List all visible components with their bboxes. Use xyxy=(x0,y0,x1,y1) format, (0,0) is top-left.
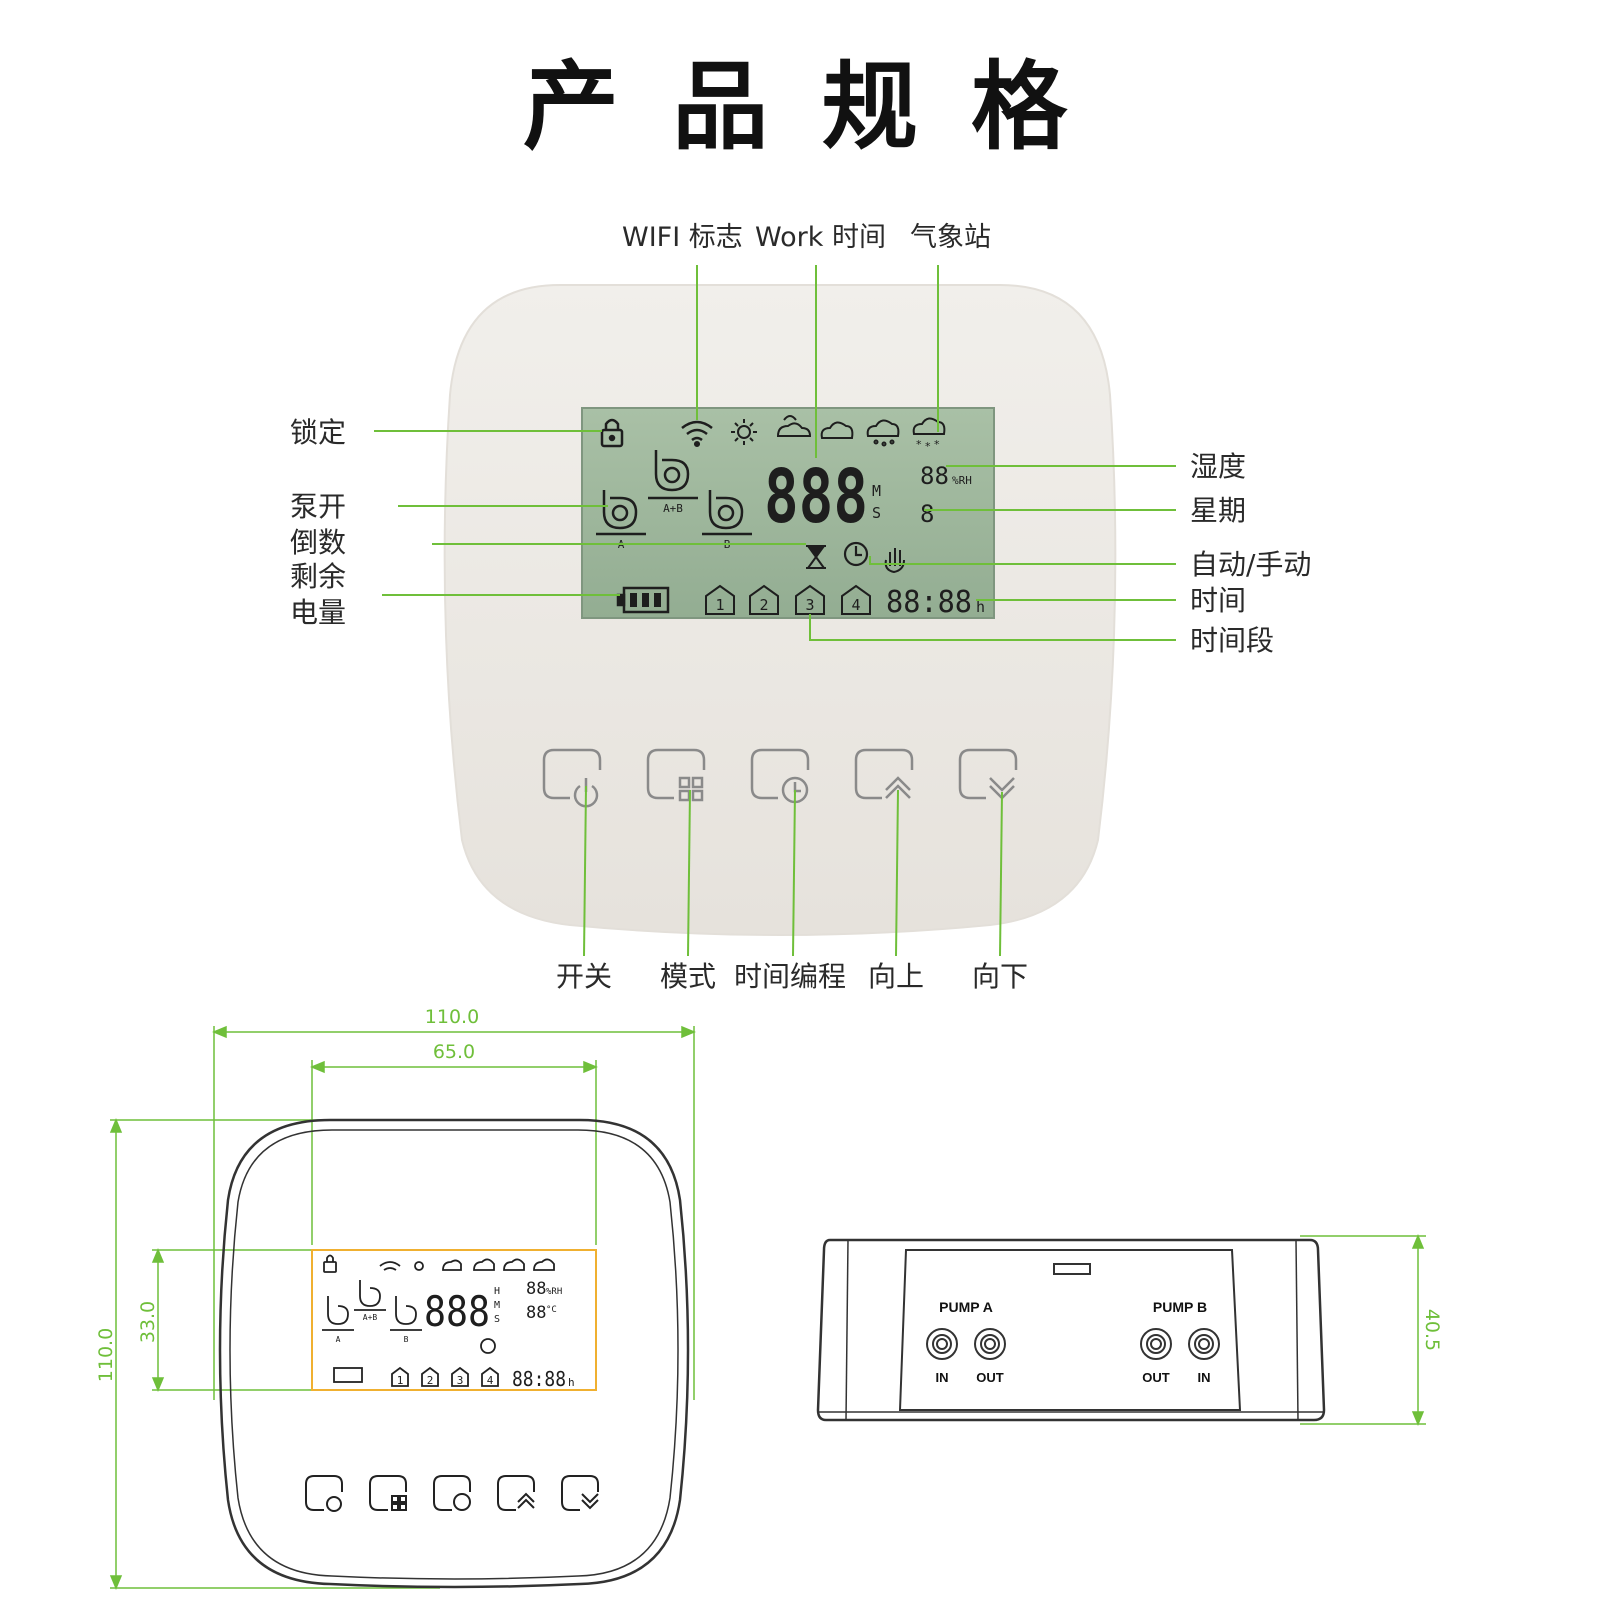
partly-cloudy-icon xyxy=(776,415,812,437)
snow-icon: * * * xyxy=(912,417,946,453)
mini-work-digits: 888 xyxy=(424,1287,490,1336)
period-1-icon xyxy=(705,584,735,615)
svg-text:*: * xyxy=(925,440,931,453)
pump-b-in-label: IN xyxy=(1198,1370,1211,1385)
label-time: 时间 xyxy=(1190,584,1246,617)
mini-schedule-button xyxy=(433,1475,471,1511)
battery-icon xyxy=(616,586,670,614)
mini-period-3: 3 xyxy=(457,1374,464,1387)
label-schedule: 时间编程 xyxy=(734,960,846,993)
dim-height-outer: 110.0 xyxy=(95,1328,117,1382)
mini-humidity-unit: %RH xyxy=(546,1287,562,1297)
pump-a-icon xyxy=(596,490,646,536)
clock-icon xyxy=(843,541,869,567)
unit-m: M xyxy=(872,482,881,500)
mini-period-1: 1 xyxy=(397,1374,404,1387)
side-outline xyxy=(816,1238,1326,1422)
period-3-icon xyxy=(795,584,825,615)
page-title: 产 品 规 格 xyxy=(523,51,1077,163)
cloud-icon xyxy=(820,421,854,439)
pump-ab-icon xyxy=(648,450,698,500)
svg-text:*: * xyxy=(934,438,940,451)
mini-pump-ab: A+B xyxy=(363,1313,378,1322)
pump-a-title: PUMP A xyxy=(939,1299,993,1315)
svg-text:*: * xyxy=(916,438,922,451)
front-technical-drawing: 110.0 65.0 110.0 33.0 xyxy=(95,1006,696,1590)
screen-area-outline xyxy=(311,1249,597,1391)
lcd-screen: * * * A A+B B 888 M S 88 %RH 8 xyxy=(581,407,995,620)
label-humidity: 湿度 xyxy=(1190,450,1246,483)
unit-s: S xyxy=(872,504,881,522)
sun-icon xyxy=(731,419,757,445)
hand-icon xyxy=(884,548,905,574)
mini-unit-h: H xyxy=(494,1286,500,1297)
label-work-time: Work 时间 xyxy=(755,222,886,253)
pump-ab-label: A+B xyxy=(663,502,683,515)
pump-b-title: PUMP B xyxy=(1153,1299,1207,1315)
dim-depth: 40.5 xyxy=(1421,1309,1443,1351)
callout-lines xyxy=(374,265,1176,957)
mini-power-button xyxy=(305,1475,343,1512)
label-lock: 锁定 xyxy=(290,416,346,449)
dim-height-screen: 33.0 xyxy=(137,1301,159,1343)
wifi-icon xyxy=(681,420,713,448)
mini-clock-unit: h xyxy=(568,1376,575,1389)
mini-period-4: 4 xyxy=(487,1374,494,1387)
up-button[interactable] xyxy=(854,748,914,800)
label-weather: 气象站 xyxy=(910,222,991,253)
period-3-label: 3 xyxy=(805,596,814,614)
side-technical-drawing: PUMP A PUMP B IN OUT OUT IN 40.5 xyxy=(816,1234,1443,1426)
period-1-label: 1 xyxy=(715,596,724,614)
usb-port xyxy=(1053,1263,1091,1275)
label-power: 开关 xyxy=(556,960,612,993)
label-down: 向下 xyxy=(972,960,1028,993)
mini-clock: 88:88 xyxy=(512,1367,566,1391)
period-2-icon xyxy=(749,584,779,615)
mini-mode-button xyxy=(369,1475,407,1511)
period-4-label: 4 xyxy=(851,596,860,614)
rain-icon xyxy=(866,419,900,447)
label-battery-1: 剩余 xyxy=(290,560,346,593)
lock-icon xyxy=(600,418,624,448)
pump-a-in-label: IN xyxy=(936,1370,949,1385)
label-mode: 模式 xyxy=(660,960,716,993)
label-time-period: 时间段 xyxy=(1190,624,1274,657)
weekday-digit: 8 xyxy=(920,500,934,528)
label-weekday: 星期 xyxy=(1190,494,1246,527)
mini-temp: 88 xyxy=(526,1303,546,1323)
hourglass-icon xyxy=(806,545,826,569)
mini-up-button xyxy=(497,1475,535,1511)
label-up: 向上 xyxy=(868,960,924,993)
mini-unit-m: M xyxy=(494,1300,500,1311)
mini-pump-b: B xyxy=(404,1335,409,1344)
label-auto-manual: 自动/手动 xyxy=(1190,548,1311,581)
period-2-label: 2 xyxy=(759,596,768,614)
humidity-digits: 88 xyxy=(920,462,949,490)
period-4-icon xyxy=(841,584,871,615)
pump-a-out-label: OUT xyxy=(976,1370,1004,1385)
pump-b-icon xyxy=(702,490,752,536)
mini-down-button xyxy=(561,1475,599,1511)
clock-unit: h xyxy=(976,598,985,616)
mini-unit-s: S xyxy=(494,1314,500,1325)
front-outline xyxy=(218,1118,690,1589)
mini-temp-unit: °C xyxy=(546,1305,557,1315)
dim-width-screen: 65.0 xyxy=(433,1041,475,1063)
mini-period-2: 2 xyxy=(427,1374,434,1387)
dim-width-outer: 110.0 xyxy=(425,1006,479,1028)
clock-digits: 88:88 xyxy=(886,585,972,620)
mini-humidity: 88 xyxy=(526,1279,546,1299)
mini-pump-a: A xyxy=(336,1335,341,1344)
humidity-unit: %RH xyxy=(952,474,972,487)
label-wifi-text: WIFI 标志 xyxy=(622,222,743,253)
pump-b-out-label: OUT xyxy=(1142,1370,1170,1385)
label-pump-on: 泵开 xyxy=(290,490,346,523)
label-countdown: 倒数 xyxy=(290,526,346,559)
label-battery-2: 电量 xyxy=(290,596,346,629)
work-time-digits: 888 xyxy=(764,454,868,540)
